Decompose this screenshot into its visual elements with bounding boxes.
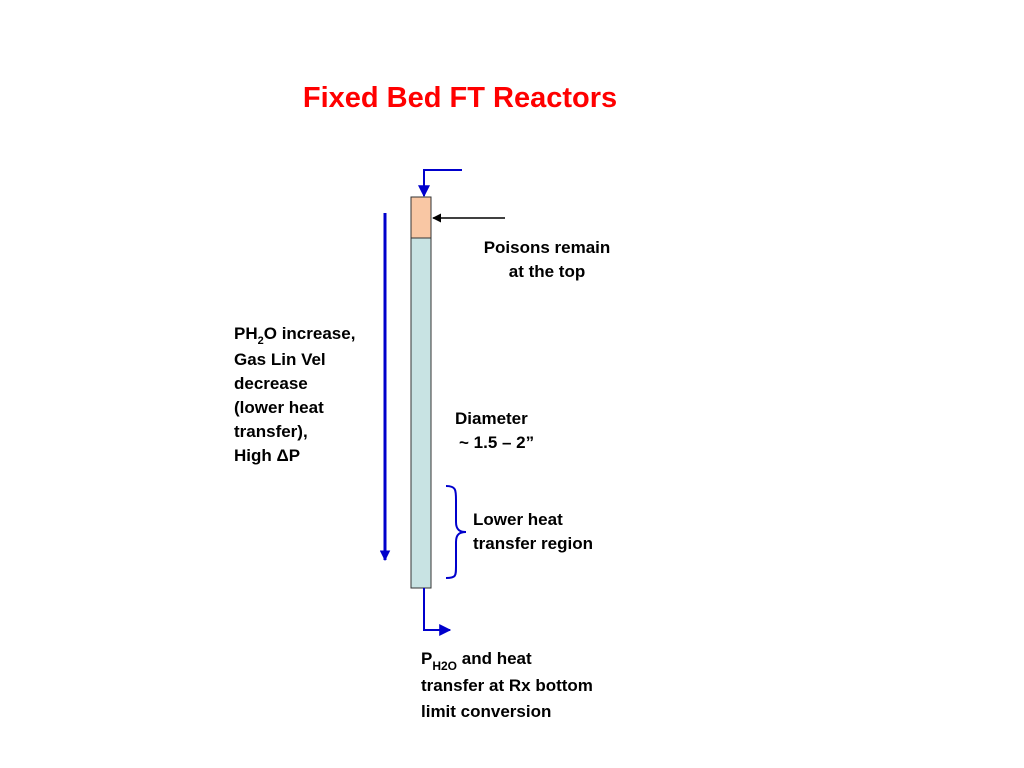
slide-title: Fixed Bed FT Reactors (0, 82, 1024, 115)
poisons-label: Poisons remain at the top (483, 238, 611, 281)
poison-zone (410, 196, 432, 239)
inlet-flow-arrow (418, 169, 462, 198)
outlet-flow-arrow (423, 588, 452, 636)
ph2o-bottom-line: PH2O and heat (421, 649, 532, 673)
flow-effects-label: PH2O increase, Gas Lin Vel decrease (low… (234, 324, 356, 465)
ph2o-line: PH2O increase, (234, 324, 356, 347)
region-brace (445, 485, 467, 579)
catalyst-bed (410, 237, 432, 589)
lower-region-label: Lower heat transfer region (473, 510, 593, 553)
bottom-limit-label: PH2O and heat transfer at Rx bottom limi… (421, 646, 593, 725)
title-text: Fixed Bed FT Reactors (302, 82, 618, 114)
diameter-label: Diameter ~ 1.5 – 2” (455, 409, 535, 452)
